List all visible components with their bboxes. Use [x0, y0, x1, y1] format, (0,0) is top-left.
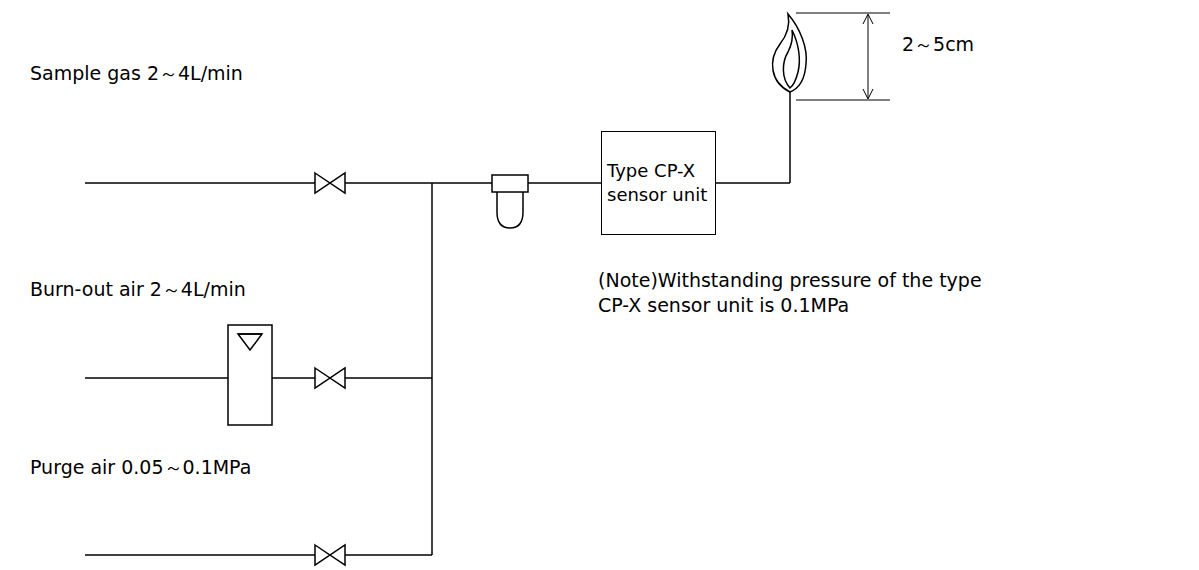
dimension-text: 2～5cm — [902, 32, 974, 57]
filter-bowl — [497, 192, 523, 228]
valve-symbol — [315, 173, 345, 193]
sensor-unit-box: Type CP-X sensor unit — [601, 131, 716, 235]
pipe — [789, 92, 791, 183]
dimension-line — [868, 15, 869, 98]
flowmeter-float — [238, 334, 262, 350]
valve-symbol — [315, 545, 345, 565]
pipe — [85, 554, 315, 556]
flame-outer — [773, 14, 807, 92]
note-text: (Note)Withstanding pressure of the type … — [598, 268, 998, 317]
pipe — [528, 182, 602, 184]
dimension-line — [796, 13, 890, 14]
line-label: Sample gas 2～4L/min — [30, 61, 243, 86]
dimension-arrow — [863, 14, 873, 24]
dimension-line — [796, 100, 890, 101]
pipe — [85, 182, 315, 184]
box-text: Type CP-X sensor unit — [607, 159, 710, 208]
pipe — [85, 377, 228, 379]
line-label: Burn-out air 2～4L/min — [30, 277, 246, 302]
filter-head — [492, 175, 528, 192]
pipe — [345, 554, 432, 556]
pipe — [345, 377, 432, 379]
line-label: Purge air 0.05～0.1MPa — [30, 455, 251, 480]
flame-inner — [783, 30, 799, 88]
flowmeter-float — [238, 333, 262, 335]
pipe — [345, 182, 492, 184]
pipe — [272, 377, 315, 379]
pipe — [431, 183, 433, 555]
valve-symbol — [315, 368, 345, 388]
dimension-arrow — [863, 89, 873, 99]
flowmeter-symbol — [228, 325, 272, 425]
